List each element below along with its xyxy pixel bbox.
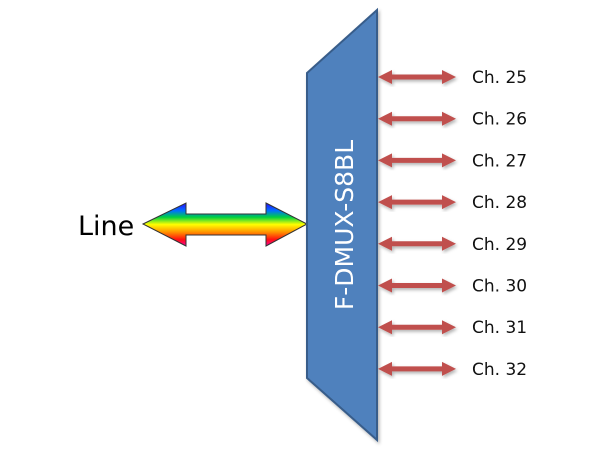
device-label: F-DMUX-S8BL — [330, 140, 359, 310]
channel-label: Ch. 27 — [472, 151, 527, 171]
channel-double-arrow — [378, 195, 456, 210]
channel-double-arrow — [378, 111, 456, 126]
line-label: Line — [78, 211, 134, 242]
channel-label: Ch. 32 — [472, 360, 527, 380]
channel-double-arrow — [378, 361, 456, 376]
channel-label: Ch. 30 — [472, 277, 527, 297]
demux-device — [306, 7, 378, 443]
channel-double-arrow — [378, 153, 456, 168]
channel-label: Ch. 31 — [472, 318, 527, 338]
channel-double-arrow — [378, 278, 456, 293]
channel-double-arrow — [378, 236, 456, 251]
channel-double-arrow — [378, 320, 456, 335]
channel-label: Ch. 29 — [472, 235, 527, 255]
channel-label: Ch. 25 — [472, 68, 527, 88]
channel-label: Ch. 26 — [472, 110, 527, 130]
line-double-arrow — [141, 202, 309, 247]
channel-group: Ch. 25 Ch. 26 Ch. 27 Ch. 28 Ch. 29 Ch. 30 Ch. … — [378, 68, 527, 380]
channel-double-arrow — [378, 70, 456, 84]
channel-label: Ch. 28 — [472, 193, 527, 213]
